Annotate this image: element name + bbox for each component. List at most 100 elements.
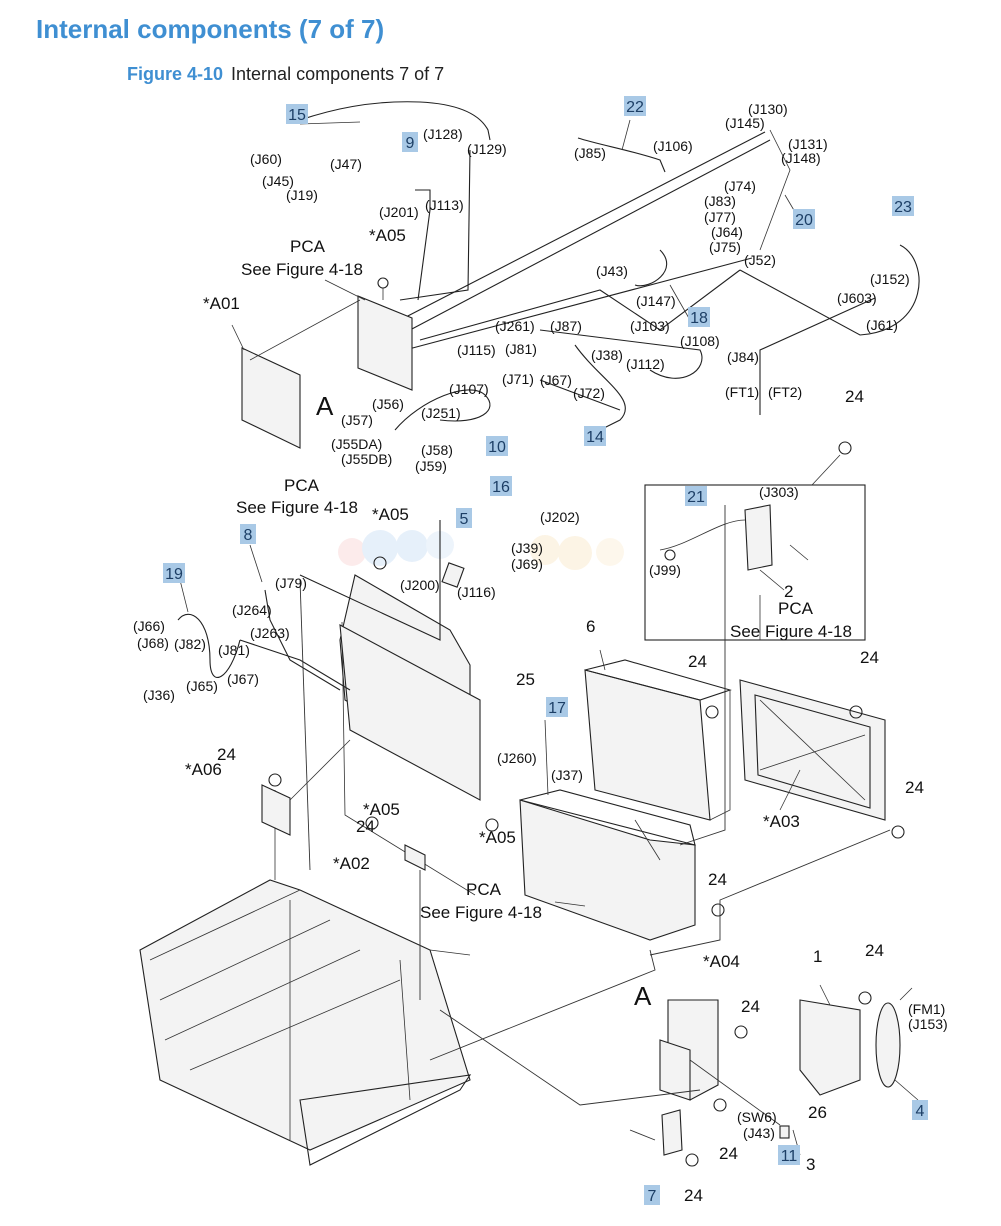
connector-labels: (J128)(J129)(J60)(J47)(J45)(J19)(J201)(J… (133, 101, 948, 1141)
connector-label: (J130) (748, 101, 788, 117)
part-label: See Figure 4-18 (420, 903, 542, 922)
page-title: Internal components (7 of 7) (36, 14, 385, 44)
connector-label: (J37) (551, 767, 583, 783)
callout-box (402, 132, 418, 152)
connector-label: (J81) (218, 642, 250, 658)
part-label: 24 (905, 778, 924, 797)
callout-17: 17 (546, 697, 568, 717)
connector-label: (J263) (250, 625, 290, 641)
part-label: 25 (516, 670, 535, 689)
connector-label: (J39) (511, 540, 543, 556)
callout-18: 18 (688, 307, 710, 327)
connector-label: (J75) (709, 239, 741, 255)
connector-label: (J107) (449, 381, 489, 397)
callout-number: 11 (781, 1148, 798, 1165)
cable-runs (299, 101, 920, 431)
callout-box (584, 426, 606, 446)
connector-label: (J106) (653, 138, 693, 154)
connector-label: (J115) (457, 342, 496, 358)
connector-label: (J103) (630, 318, 670, 334)
callout-box (490, 476, 512, 496)
part-label: 2 (784, 582, 793, 601)
callout-16: 16 (490, 476, 512, 496)
part-a03-panel (739, 679, 905, 839)
connector-label: (J87) (550, 318, 582, 334)
connector-label: (J72) (573, 385, 605, 401)
reference-letter: A (634, 981, 652, 1011)
reference-letter: A (316, 391, 334, 421)
connector-label: (J112) (626, 356, 665, 372)
connector-label: (J43) (743, 1125, 775, 1141)
connector-label: (J116) (457, 584, 496, 600)
a01-bracket (231, 299, 361, 449)
part-label: 24 (684, 1186, 703, 1205)
part-label: PCA (290, 237, 326, 256)
connector-label: (SW6) (737, 1109, 777, 1125)
part-label: 3 (806, 1155, 815, 1174)
callout-box (456, 508, 472, 528)
part-label: *A04 (703, 952, 740, 971)
part-label: PCA (778, 599, 814, 618)
part-label: See Figure 4-18 (241, 260, 363, 279)
callout-20: 20 (793, 209, 815, 229)
part-label: *A05 (372, 505, 409, 524)
connector-label: (J71) (502, 371, 534, 387)
part-label: *A02 (333, 854, 370, 873)
harness-19 (177, 544, 351, 691)
connector-label: (J64) (711, 224, 743, 240)
connector-label: (J85) (574, 145, 606, 161)
part-label: *A05 (369, 226, 406, 245)
figure-caption-text: Internal components 7 of 7 (231, 64, 445, 84)
callout-number: 10 (488, 439, 506, 456)
connector-label: (J69) (511, 556, 543, 572)
callout-4: 4 (912, 1100, 928, 1120)
connector-label: (J84) (727, 349, 759, 365)
callout-15: 15 (286, 104, 308, 124)
connector-label: (J303) (759, 484, 799, 500)
part-label: 24 (860, 648, 879, 667)
connector-label: (J145) (725, 115, 765, 131)
connector-label: (J201) (379, 204, 419, 220)
assembly-leader-lines (299, 505, 891, 1141)
connector-label: (J147) (636, 293, 676, 309)
callout-number: 5 (460, 511, 469, 528)
connector-label: (J148) (781, 150, 821, 166)
connector-label: (J59) (415, 458, 447, 474)
pca-box-21 (644, 441, 866, 641)
connector-label: (J128) (423, 126, 463, 142)
connector-label: (J66) (133, 618, 165, 634)
connector-label: (J131) (788, 136, 828, 152)
callout-number: 8 (244, 527, 253, 544)
connector-label: (J603) (837, 290, 877, 306)
callout-number: 21 (687, 489, 705, 506)
callout-box (546, 697, 568, 717)
callout-box (688, 307, 710, 327)
figure-caption: Figure 4-10 Internal components 7 of 7 (127, 64, 444, 85)
connector-label: (J67) (540, 372, 572, 388)
part-label: 26 (808, 1103, 827, 1122)
connector-label: (J55DB) (341, 451, 392, 467)
callout-number: 9 (406, 135, 415, 152)
part-label: 1 (813, 947, 822, 966)
callout-number: 19 (165, 566, 183, 583)
part-1-duct (799, 984, 872, 1096)
part-label: PCA (466, 880, 502, 899)
callout-11: 11 (778, 1145, 800, 1165)
part-label: 24 (741, 997, 760, 1016)
callout-19: 19 (163, 563, 185, 583)
callout-box (240, 524, 256, 544)
callout-box (624, 96, 646, 116)
connector-label: (J67) (227, 671, 259, 687)
connector-label: (FT1) (725, 384, 759, 400)
connector-label: (J99) (649, 562, 681, 578)
connector-label: (J45) (262, 173, 294, 189)
callout-number: 17 (548, 700, 566, 717)
part-4-fan (875, 987, 919, 1101)
part-label: *A05 (479, 828, 516, 847)
part-label: 24 (217, 745, 236, 764)
callout-number: 23 (894, 199, 912, 216)
part-17-tray (519, 719, 725, 941)
figure-number: Figure 4-10 (127, 64, 224, 84)
